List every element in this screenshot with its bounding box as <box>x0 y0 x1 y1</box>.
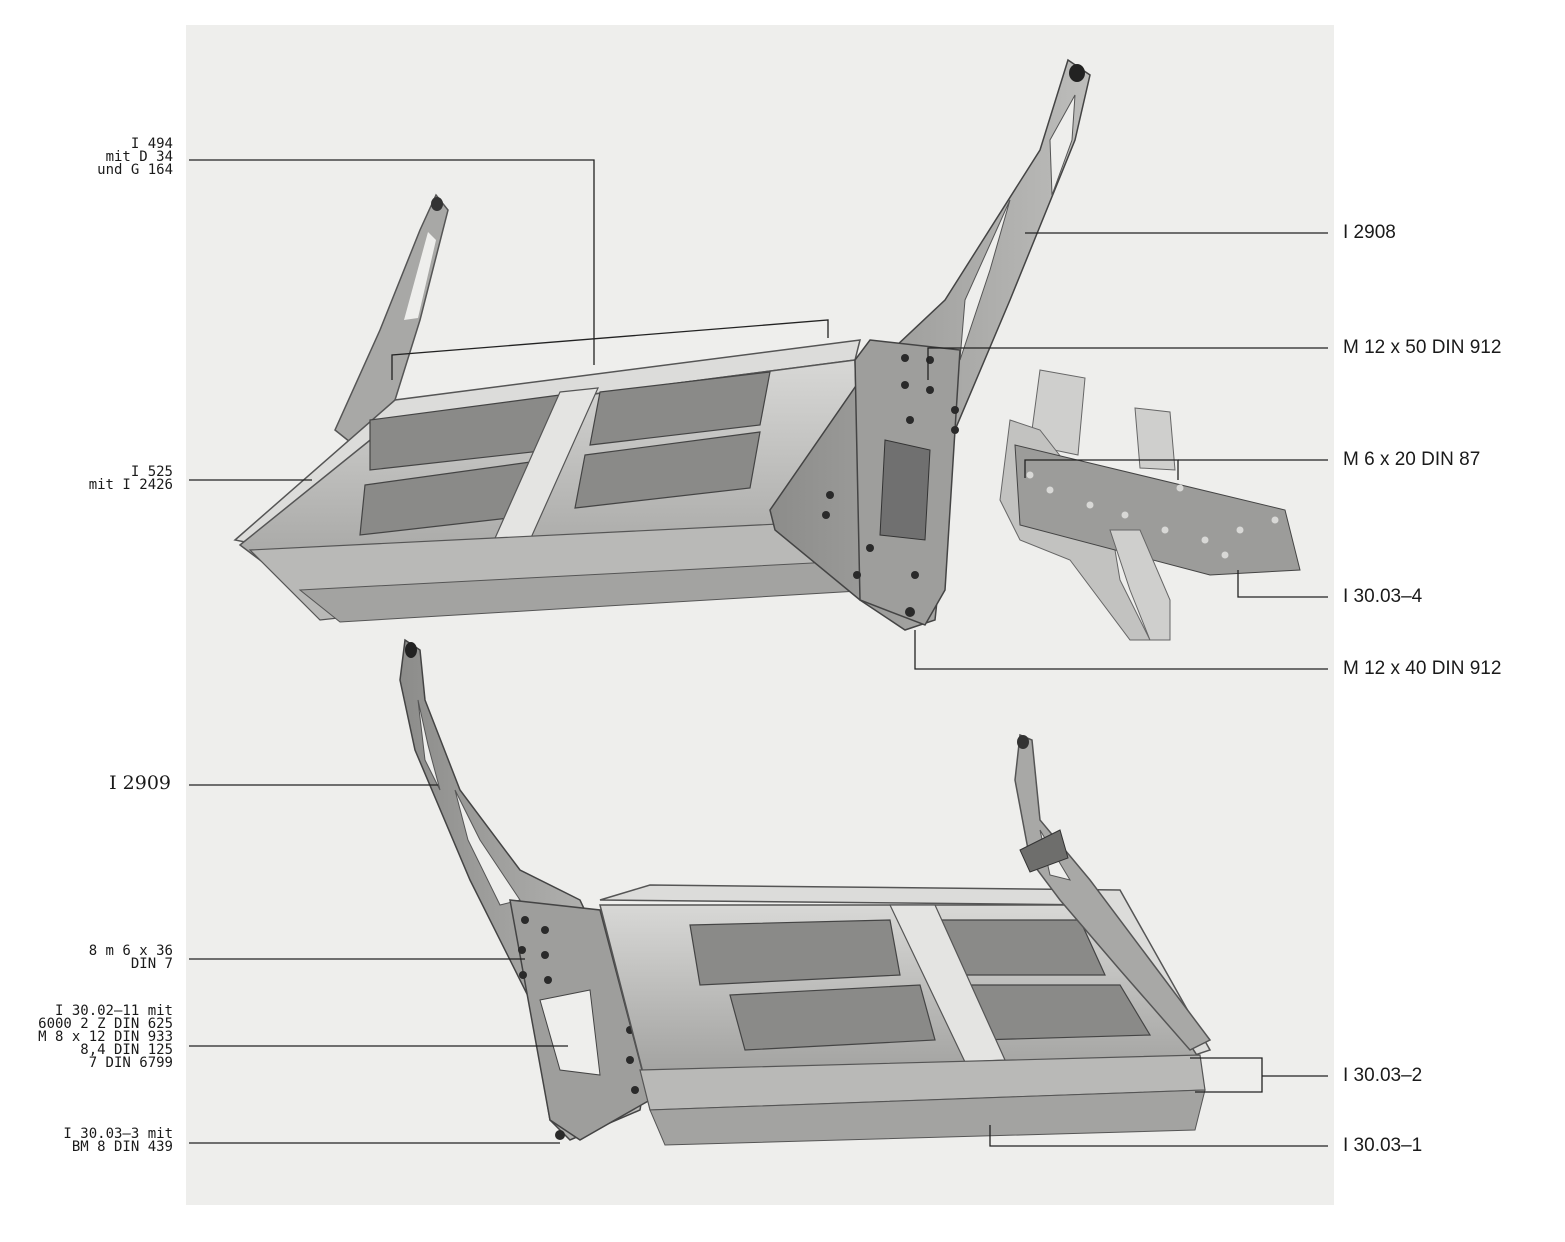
detached-part-i3003-4 <box>999 369 1301 641</box>
label-i494-group: I 494 mit D 34 und G 164 <box>97 136 173 178</box>
leader-lines <box>189 159 1328 1147</box>
label-m12x40: M 12 x 40 DIN 912 <box>1343 658 1502 679</box>
label-i3003-4: I 30.03–4 <box>1343 586 1423 607</box>
label-i3003-3-line2: BM 8 DIN 439 <box>71 1139 173 1155</box>
label-i3002-line2: 6000 2 Z DIN 625 <box>38 1016 173 1032</box>
lower-frame-assembly <box>399 638 1212 1146</box>
label-din7-line2: DIN 7 <box>130 956 173 972</box>
label-m12x50: M 12 x 50 DIN 912 <box>1343 337 1502 358</box>
label-i3003-1: I 30.03–1 <box>1343 1135 1423 1156</box>
label-i3003-3-line1: I 30.03–3 mit <box>63 1126 173 1142</box>
upper-frame-assembly <box>233 58 1091 631</box>
label-i525-line1: I 525 <box>130 464 173 480</box>
label-m6x20: M 6 x 20 DIN 87 <box>1343 449 1481 470</box>
label-i3002-line1: I 30.02–11 mit <box>54 1003 173 1019</box>
label-i3003-3-group: I 30.03–3 mit BM 8 DIN 439 <box>63 1126 173 1155</box>
label-i3003-2: I 30.03–2 <box>1343 1065 1423 1086</box>
upper-right-arm <box>769 58 1091 631</box>
label-i494-line2: mit D 34 <box>105 149 173 165</box>
label-i2908: I 2908 <box>1343 222 1396 243</box>
label-i2909: I 2909 <box>109 772 171 794</box>
label-i494-line1: I 494 <box>130 136 173 152</box>
upper-right-arm-window <box>1049 94 1076 196</box>
label-din7-line1: 8 m 6 x 36 <box>88 943 173 959</box>
lower-left-arm-window <box>417 699 441 791</box>
label-i3002-line5: 7 DIN 6799 <box>88 1055 173 1071</box>
label-i3002-line3: M 8 x 12 DIN 933 <box>38 1029 173 1045</box>
label-din7-group: 8 m 6 x 36 DIN 7 <box>88 943 173 972</box>
label-i525-line2: mit I 2426 <box>88 477 173 493</box>
upper-left-arm-window <box>404 232 436 320</box>
label-i3002-line4: 8,4 DIN 125 <box>80 1042 173 1058</box>
label-i3002-group: I 30.02–11 mit 6000 2 Z DIN 625 M 8 x 12… <box>38 1003 173 1071</box>
label-i525-group: I 525 mit I 2426 <box>88 464 173 493</box>
label-i494-line3: und G 164 <box>97 162 173 178</box>
